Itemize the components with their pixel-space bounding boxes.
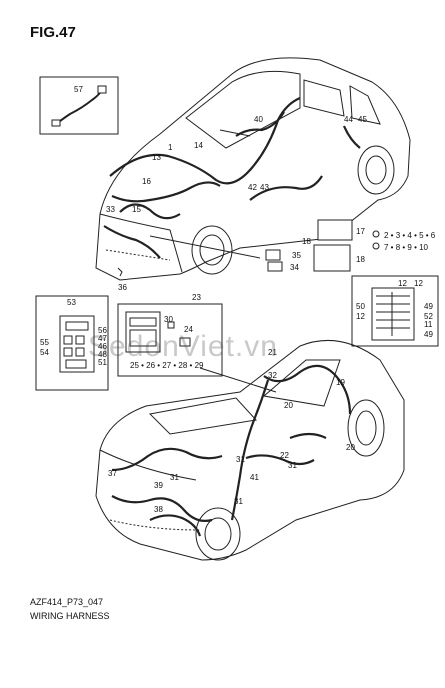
svg-text:12: 12 bbox=[398, 279, 407, 288]
svg-text:34: 34 bbox=[290, 263, 299, 272]
svg-text:52: 52 bbox=[424, 312, 433, 321]
svg-text:54: 54 bbox=[40, 348, 49, 357]
svg-text:13: 13 bbox=[152, 153, 161, 162]
inset-box-relay bbox=[351, 275, 439, 347]
svg-text:18: 18 bbox=[356, 255, 365, 264]
upper-car-body bbox=[95, 57, 411, 281]
svg-text:12: 12 bbox=[414, 279, 423, 288]
svg-text:36: 36 bbox=[118, 283, 127, 292]
inset-box-ecu bbox=[117, 303, 223, 377]
lower-harness-wires bbox=[111, 364, 352, 537]
svg-text:12: 12 bbox=[356, 312, 365, 321]
lower-car-body bbox=[95, 340, 405, 561]
svg-text:31: 31 bbox=[288, 461, 297, 470]
svg-text:19: 19 bbox=[336, 378, 345, 387]
svg-text:48: 48 bbox=[98, 350, 107, 359]
svg-text:24: 24 bbox=[184, 325, 193, 334]
svg-text:39: 39 bbox=[154, 481, 163, 490]
svg-text:31: 31 bbox=[234, 497, 243, 506]
svg-text:45: 45 bbox=[358, 115, 367, 124]
figure-title: FIG.47 bbox=[30, 24, 76, 41]
svg-text:33: 33 bbox=[106, 205, 115, 214]
svg-text:35: 35 bbox=[292, 251, 301, 260]
svg-text:20: 20 bbox=[346, 443, 355, 452]
svg-text:47: 47 bbox=[98, 334, 107, 343]
junction-block-18 bbox=[313, 244, 351, 272]
svg-text:18: 18 bbox=[302, 237, 311, 246]
svg-text:31: 31 bbox=[170, 473, 179, 482]
svg-text:17: 17 bbox=[356, 227, 365, 236]
svg-text:11: 11 bbox=[424, 320, 433, 329]
svg-text:43: 43 bbox=[260, 183, 269, 192]
inset-box-57 bbox=[39, 76, 119, 135]
svg-text:41: 41 bbox=[250, 473, 259, 482]
svg-text:32: 32 bbox=[268, 371, 277, 380]
svg-text:1: 1 bbox=[168, 143, 173, 152]
svg-text:2 • 3 • 4 • 5 • 6: 2 • 3 • 4 • 5 • 6 bbox=[384, 231, 436, 240]
svg-text:23: 23 bbox=[192, 293, 201, 302]
svg-text:50: 50 bbox=[356, 302, 365, 311]
svg-text:31: 31 bbox=[236, 455, 245, 464]
svg-text:20: 20 bbox=[284, 401, 293, 410]
svg-text:15: 15 bbox=[132, 205, 141, 214]
svg-text:56: 56 bbox=[98, 326, 107, 335]
relay-block bbox=[371, 287, 415, 341]
watermark: SedonViet.vn bbox=[88, 330, 278, 363]
svg-text:21: 21 bbox=[268, 348, 277, 357]
svg-text:44: 44 bbox=[344, 115, 353, 124]
svg-text:22: 22 bbox=[280, 451, 289, 460]
inset-box-fuse bbox=[35, 295, 109, 391]
svg-text:37: 37 bbox=[108, 469, 117, 478]
svg-text:51: 51 bbox=[98, 358, 107, 367]
callout-labels: 57 1 14 13 40 44 45 16 42 43 33 15 17 18… bbox=[40, 85, 436, 514]
svg-text:46: 46 bbox=[98, 342, 107, 351]
svg-text:49: 49 bbox=[424, 302, 433, 311]
svg-text:53: 53 bbox=[67, 298, 76, 307]
svg-text:16: 16 bbox=[142, 177, 151, 186]
svg-text:49: 49 bbox=[424, 330, 433, 339]
svg-text:55: 55 bbox=[40, 338, 49, 347]
svg-text:25 • 26 • 27 • 28 • 29: 25 • 26 • 27 • 28 • 29 bbox=[130, 361, 204, 370]
svg-text:42: 42 bbox=[248, 183, 257, 192]
relay-box-17 bbox=[317, 219, 353, 241]
svg-text:7 • 8 • 9 • 10: 7 • 8 • 9 • 10 bbox=[384, 243, 429, 252]
svg-text:14: 14 bbox=[194, 141, 203, 150]
harness-57-icon bbox=[55, 89, 103, 125]
svg-text:57: 57 bbox=[74, 85, 83, 94]
drawing-code: AZF414_P73_047 bbox=[30, 597, 104, 607]
figure-caption: WIRING HARNESS bbox=[30, 611, 110, 621]
svg-text:30: 30 bbox=[164, 315, 173, 324]
top-harness-wires bbox=[103, 96, 361, 259]
svg-text:38: 38 bbox=[154, 505, 163, 514]
svg-text:40: 40 bbox=[254, 115, 263, 124]
ecu-module bbox=[125, 311, 161, 353]
